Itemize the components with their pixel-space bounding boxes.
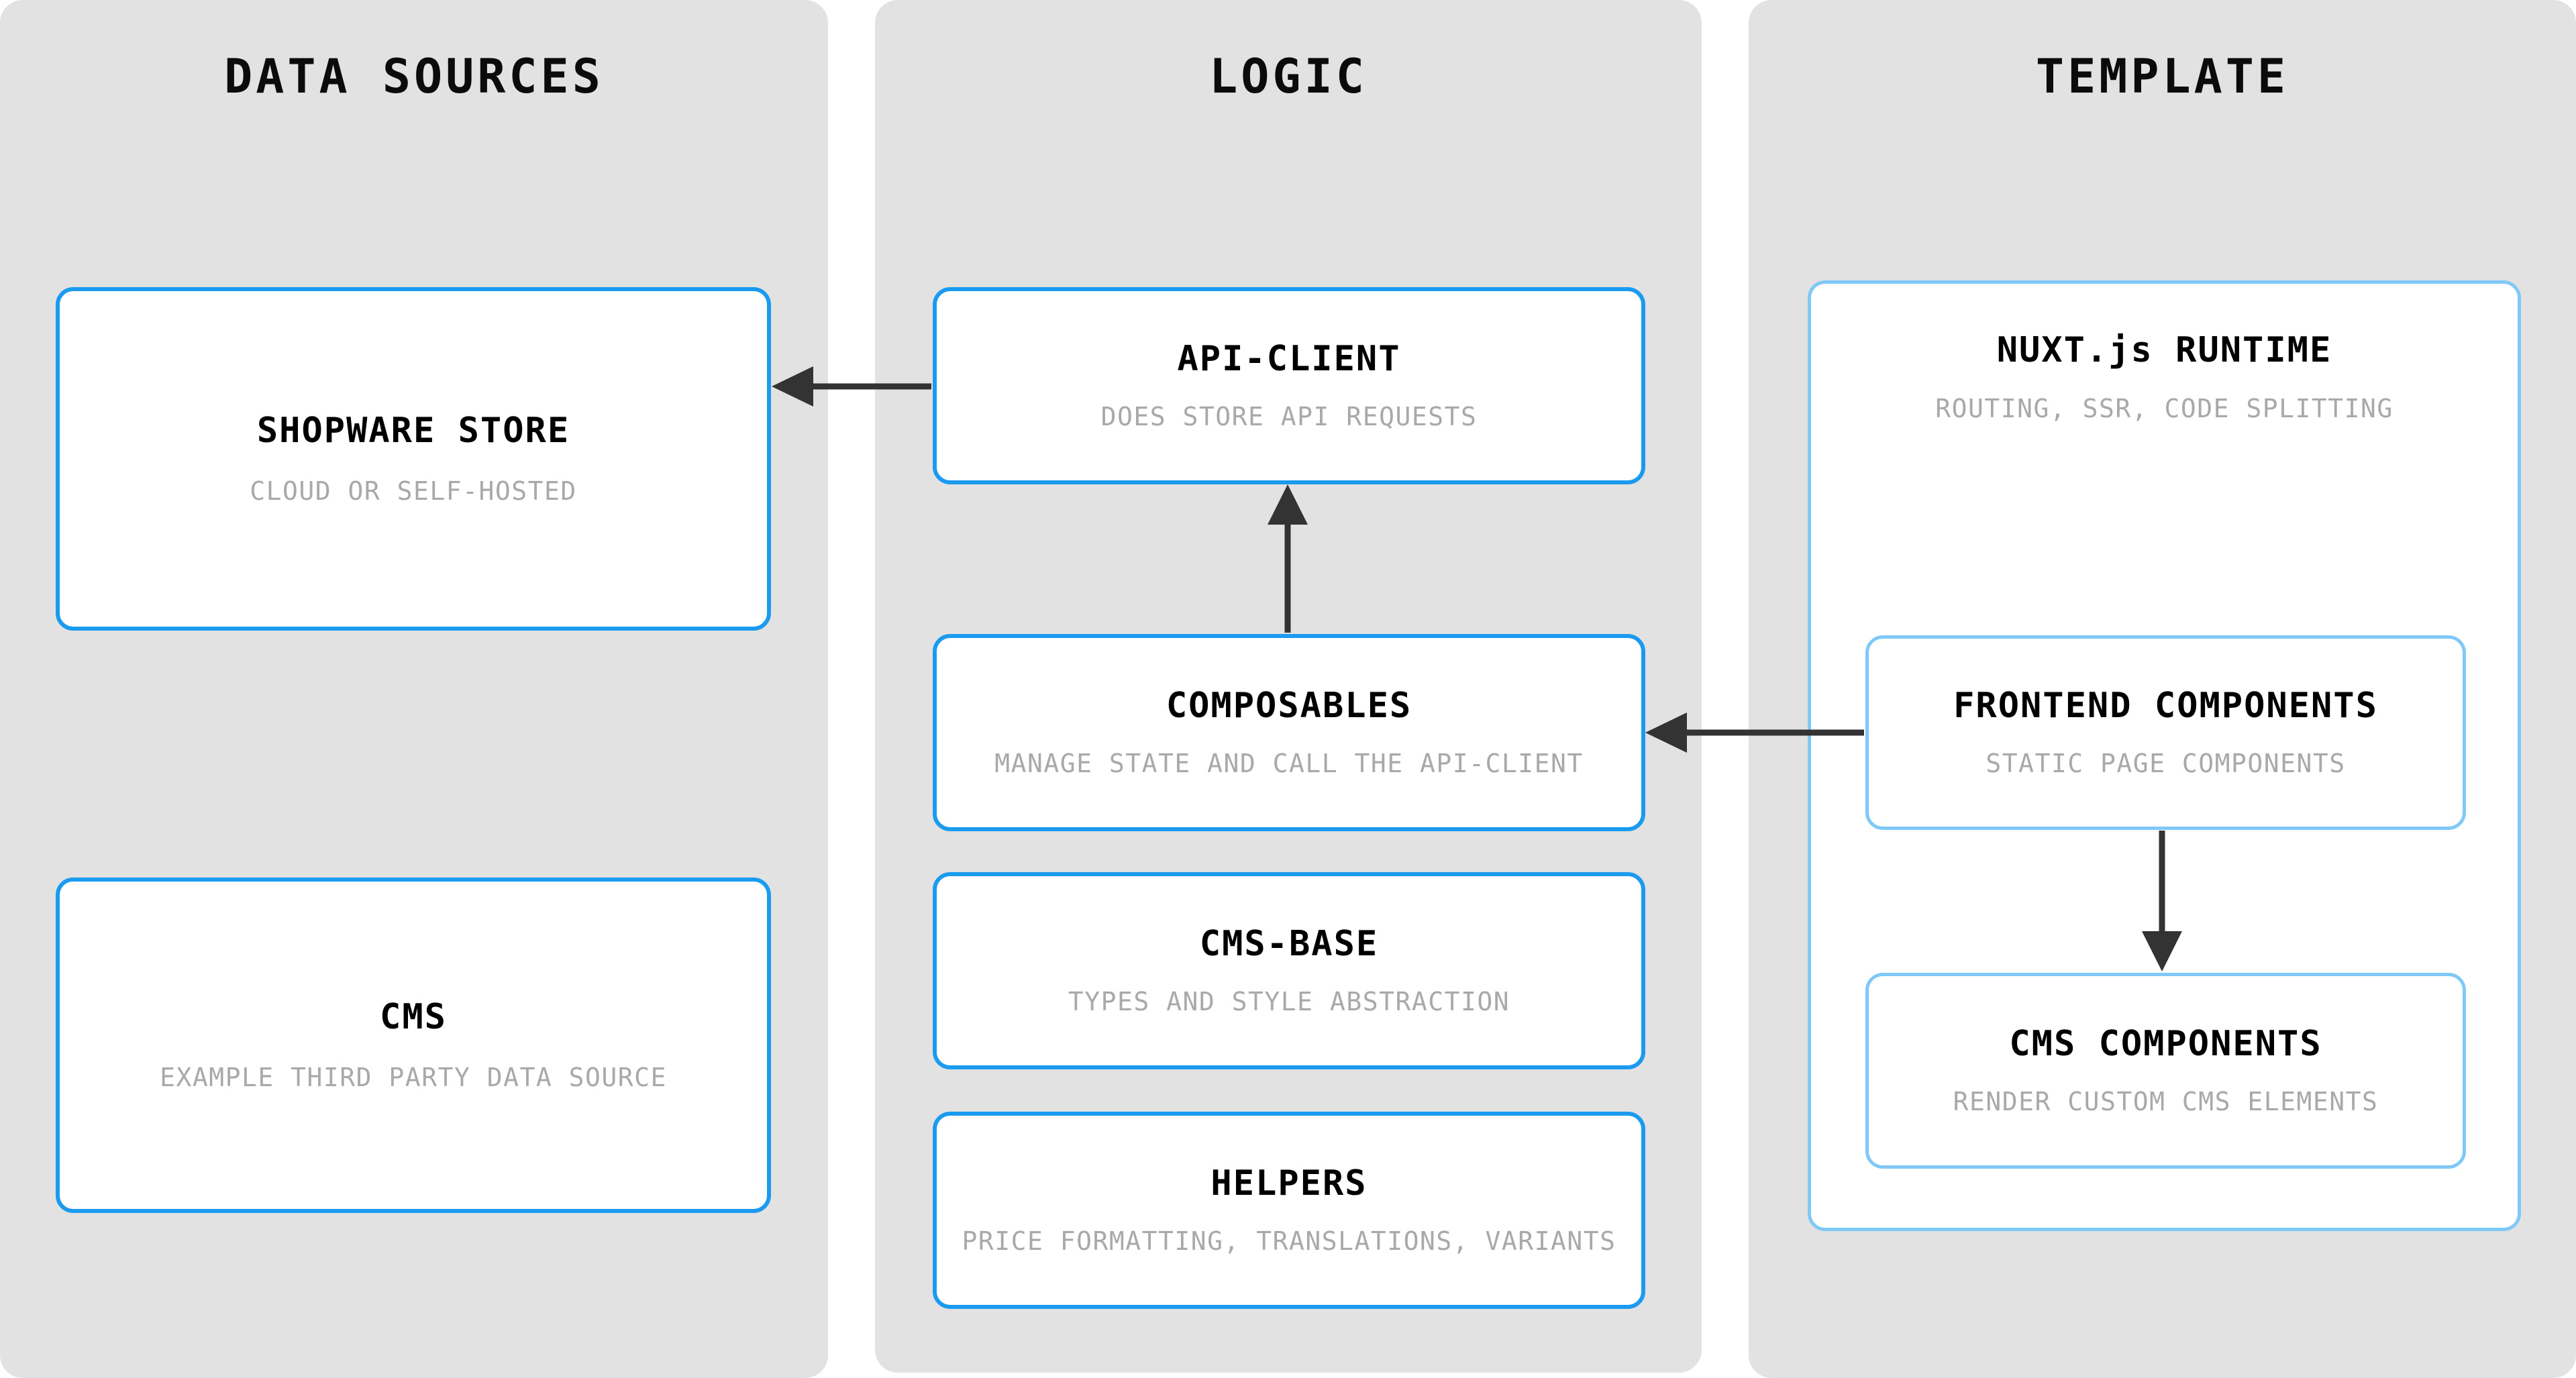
node-helpers[interactable]: HELPERS PRICE FORMATTING, TRANSLATIONS, … bbox=[933, 1112, 1645, 1309]
node-subtitle-frontend-components: STATIC PAGE COMPONENTS bbox=[1986, 749, 2346, 779]
node-title-nuxt-runtime: NUXT.js RUNTIME bbox=[1996, 330, 2332, 370]
node-cms[interactable]: CMS EXAMPLE THIRD PARTY DATA SOURCE bbox=[56, 878, 771, 1213]
node-subtitle-cms-components: RENDER CUSTOM CMS ELEMENTS bbox=[1953, 1087, 2379, 1117]
column-header-logic: LOGIC bbox=[1209, 49, 1368, 104]
node-cms-components[interactable]: CMS COMPONENTS RENDER CUSTOM CMS ELEMENT… bbox=[1865, 973, 2466, 1169]
node-composables[interactable]: COMPOSABLES MANAGE STATE AND CALL THE AP… bbox=[933, 634, 1645, 831]
node-title-cms-base: CMS-BASE bbox=[1199, 923, 1379, 964]
node-subtitle-composables: MANAGE STATE AND CALL THE API-CLIENT bbox=[994, 749, 1584, 779]
node-cms-base[interactable]: CMS-BASE TYPES AND STYLE ABSTRACTION bbox=[933, 872, 1645, 1069]
node-title-composables: COMPOSABLES bbox=[1166, 685, 1412, 726]
node-title-helpers: HELPERS bbox=[1210, 1163, 1368, 1204]
node-title-api-client: API-CLIENT bbox=[1177, 338, 1401, 379]
node-title-shopware-store: SHOPWARE STORE bbox=[256, 410, 570, 451]
column-header-template: TEMPLATE bbox=[2035, 49, 2289, 104]
node-subtitle-api-client: DOES STORE API REQUESTS bbox=[1100, 402, 1478, 432]
node-api-client[interactable]: API-CLIENT DOES STORE API REQUESTS bbox=[933, 287, 1645, 484]
node-title-frontend-components: FRONTEND COMPONENTS bbox=[1953, 685, 2378, 726]
node-subtitle-shopware-store: CLOUD OR SELF-HOSTED bbox=[250, 476, 577, 507]
node-shopware-store[interactable]: SHOPWARE STORE CLOUD OR SELF-HOSTED bbox=[56, 287, 771, 631]
node-frontend-components[interactable]: FRONTEND COMPONENTS STATIC PAGE COMPONEN… bbox=[1865, 635, 2466, 830]
column-header-data-sources: DATA SOURCES bbox=[224, 49, 604, 104]
node-subtitle-cms-base: TYPES AND STYLE ABSTRACTION bbox=[1068, 987, 1510, 1017]
node-subtitle-nuxt-runtime: ROUTING, SSR, CODE SPLITTING bbox=[1935, 393, 2393, 423]
node-subtitle-cms: EXAMPLE THIRD PARTY DATA SOURCE bbox=[160, 1063, 667, 1093]
node-subtitle-helpers: PRICE FORMATTING, TRANSLATIONS, VARIANTS bbox=[962, 1226, 1616, 1257]
node-title-cms-components: CMS COMPONENTS bbox=[2009, 1023, 2322, 1064]
node-title-cms: CMS bbox=[380, 996, 447, 1037]
